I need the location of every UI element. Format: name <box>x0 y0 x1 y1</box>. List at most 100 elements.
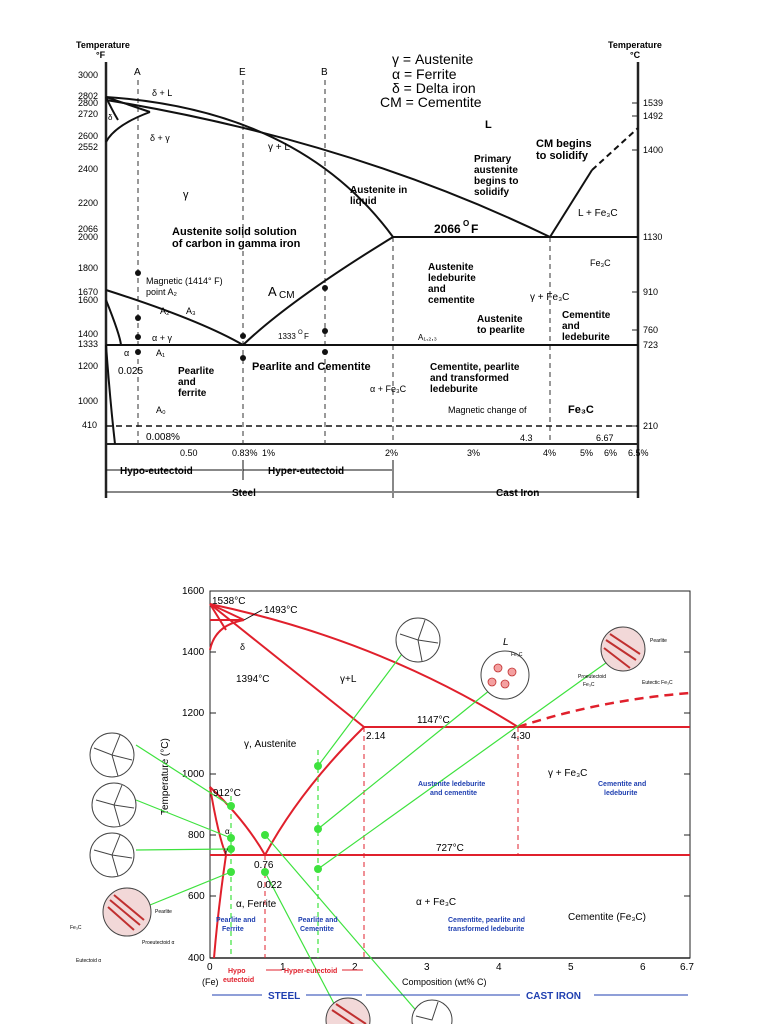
label-1538: 1538°C <box>212 596 245 607</box>
x-tick: 5% <box>580 448 593 458</box>
left-tick: 3000 <box>78 70 98 80</box>
label-hyper: Hyper-eutectoid <box>284 968 337 975</box>
label-pearlite-cementite-1: Pearlite and <box>298 917 338 924</box>
label-cem-pearlite-3: ledeburite <box>430 384 478 395</box>
label-2066-unit: F <box>471 222 478 236</box>
microstructure-austenite-grains <box>89 732 135 778</box>
legend-cementite: CM = Cementite <box>380 94 482 110</box>
y-tick: 800 <box>188 830 205 841</box>
label-cem-led-3: ledeburite <box>562 332 610 343</box>
x-tick: 6.7 <box>680 962 694 973</box>
label-pearlite-cementite: Pearlite and Cementite <box>252 361 371 373</box>
left-tick: 2552 <box>78 142 98 152</box>
label-liquid: L <box>485 119 492 131</box>
label-cem-pearlite-led-2: transformed ledeburite <box>448 926 524 933</box>
label-pearlite-ferrite-1: Pearlite <box>178 366 215 377</box>
phase-boundaries <box>105 96 638 445</box>
label-l-fe3c: L + Fe₃C <box>578 208 618 219</box>
label-alpha: α <box>225 827 230 836</box>
y-axis-label: Temperature (°C) <box>160 738 171 815</box>
green-composition-lines <box>230 750 319 958</box>
label-magnetic-1: Magnetic (1414° F) <box>146 276 223 286</box>
x-tick: 6.5% <box>628 448 649 458</box>
label-fe3c-right: Fe₃C <box>590 258 611 268</box>
y-tick: 1000 <box>182 769 205 780</box>
label-2066: 2066 <box>434 222 461 236</box>
left-tick-labels: 3000 2802 2800 2720 2600 2552 2400 2200 … <box>78 70 98 430</box>
label-gamma: γ <box>183 189 189 201</box>
label-a1: A₁ <box>156 348 165 358</box>
hyper-eutectoid-label: Hyper-eutectoid <box>268 466 344 477</box>
label-gamma-l: γ + L <box>268 142 290 153</box>
left-tick: 2800 <box>78 98 98 108</box>
x-tick: 1% <box>262 448 275 458</box>
label-hypo-1: Hypo <box>228 968 246 975</box>
x-tick: 4 <box>496 962 502 973</box>
label-aus-pearlite-1: Austenite <box>477 314 523 325</box>
left-tick: 2600 <box>78 131 98 141</box>
iron-carbon-diagram-celsius: 1600 1400 1200 1000 800 600 400 Temperat… <box>70 586 694 1024</box>
right-axis-title: Temperature <box>608 40 662 50</box>
x-tick: 4% <box>543 448 556 458</box>
right-tick: 1492 <box>643 111 663 121</box>
iron-carbon-diagram-fahrenheit: Temperature °F Temperature °C 3000 2802 … <box>76 40 663 499</box>
label-ledeburite-3: and <box>428 284 446 295</box>
label-0-76: 0.76 <box>254 860 274 871</box>
label-eutectoid: Eutectoid α <box>76 958 101 964</box>
x-tick-labels: 0.50 0.83% 1% 2% 3% 4% 5% 6% 6.5% <box>180 448 649 458</box>
label-a3: A₃ <box>186 306 196 316</box>
phase-boundaries-red <box>209 603 690 959</box>
left-tick: 2802 <box>78 91 98 101</box>
label-912: 912°C <box>213 788 241 799</box>
steel-label: Steel <box>232 488 256 499</box>
legend-delta-iron: δ = Delta iron <box>392 80 476 96</box>
left-tick: 1670 <box>78 287 98 297</box>
label-1333-degree: O <box>298 330 303 336</box>
sample-dots <box>135 270 328 361</box>
microstructure-pearlite <box>102 887 152 937</box>
label-ledeburite-4: cementite <box>428 295 475 306</box>
line-label-b: B <box>321 67 328 78</box>
label-cem-led-1: Cementite and <box>598 781 646 788</box>
x-tick: 0.83% <box>232 448 258 458</box>
label-6-67: 6.67 <box>596 433 614 443</box>
right-tick: 210 <box>643 421 658 431</box>
hypo-eutectoid-label: Hypo-eutectoid <box>120 466 193 477</box>
right-axis-unit: °C <box>630 50 641 60</box>
label-aus-liquid-2: liquid <box>350 196 377 207</box>
label-ledeburite-2: ledeburite <box>428 273 476 284</box>
label-delta: δ <box>108 113 113 122</box>
label-primary-2: austenite <box>474 165 518 176</box>
x-tick-labels: 0 1 2 3 4 5 6 6.7 <box>207 962 694 973</box>
label-aus-led-1: Austenite ledeburite <box>418 781 485 788</box>
microstructure-ferrite-gamma <box>89 832 135 878</box>
left-tick: 2200 <box>78 198 98 208</box>
label-cem-led-2: and <box>562 321 580 332</box>
label-alpha-gamma: α + γ <box>152 333 172 343</box>
label-pearlite: Pearlite <box>155 909 172 915</box>
left-tick: 1200 <box>78 361 98 371</box>
label-cm-begins-1: CM begins <box>536 138 592 150</box>
label-gamma: γ <box>224 846 228 855</box>
label-magnetic-change-fe3c: Fe₃C <box>568 404 594 416</box>
left-tick: 2066 <box>78 224 98 234</box>
label-alpha-ferrite: α, Ferrite <box>236 899 277 910</box>
label-hypo-2: eutectoid <box>223 977 254 984</box>
label-a0: A₀ <box>156 405 166 415</box>
label-pearlite-ferrite-3: ferrite <box>178 388 207 399</box>
x-tick: 6 <box>640 962 646 973</box>
label-primary-4: solidify <box>474 187 509 198</box>
label-magnetic-change: Magnetic change of <box>448 405 527 415</box>
left-axis-title: Temperature <box>76 40 130 50</box>
label-cm-begins-2: to solidify <box>536 150 589 162</box>
right-tick: 760 <box>643 325 658 335</box>
label-1333-unit: F <box>304 332 309 341</box>
label-cementite: Cementite (Fe₃C) <box>568 912 646 923</box>
label-delta-l: δ + L <box>152 88 172 98</box>
label-solid-solution-2: of carbon in gamma iron <box>172 238 301 250</box>
cementite-liquidus-dashed <box>517 691 691 729</box>
label-solid-solution-1: Austenite solid solution <box>172 226 297 238</box>
label-cast-iron: CAST IRON <box>526 991 581 1002</box>
x-tick: 0 <box>207 962 213 973</box>
x-axis-label: Composition (wt% C) <box>402 977 487 987</box>
